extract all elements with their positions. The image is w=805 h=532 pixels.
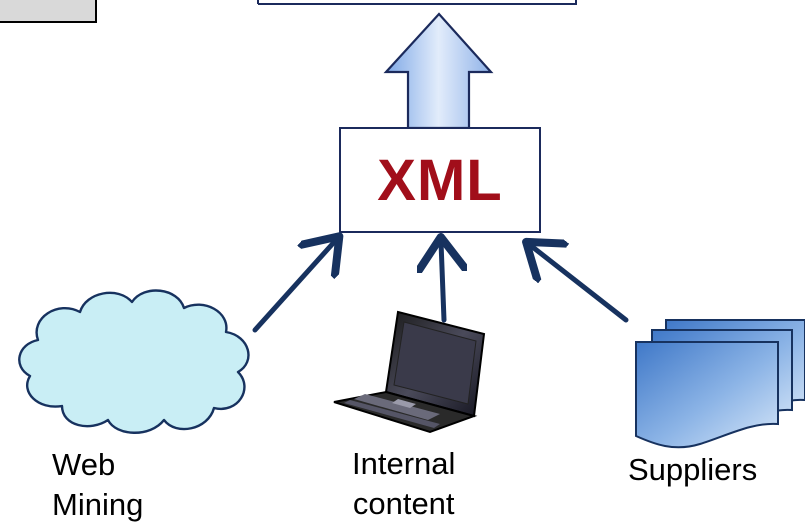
suppliers-label-line1: Suppliers — [628, 452, 758, 487]
web-mining-label-line1: Web — [52, 447, 116, 482]
suppliers-label: Suppliers — [628, 450, 757, 490]
internal-content-label-line2: content — [352, 486, 455, 521]
top-target-box — [257, 0, 577, 5]
arrow-web-to-xml — [252, 240, 336, 333]
web-mining-label: Web Mining — [52, 445, 143, 525]
xml-node — [339, 127, 541, 233]
arrow-internal-to-xml — [441, 242, 444, 323]
connector-arrows — [252, 240, 629, 333]
internal-content-label-line1: Internal — [352, 446, 456, 481]
cloud-icon — [18, 289, 250, 434]
arrow-suppliers-to-xml — [530, 245, 629, 323]
documents-icon — [635, 319, 805, 449]
laptop-icon — [333, 310, 486, 434]
xml-label: XML — [377, 147, 503, 213]
upward-arrow — [383, 12, 494, 130]
web-mining-label-line2: Mining — [52, 487, 144, 522]
internal-content-label: Internal content — [352, 444, 455, 524]
corner-box — [0, 0, 97, 23]
